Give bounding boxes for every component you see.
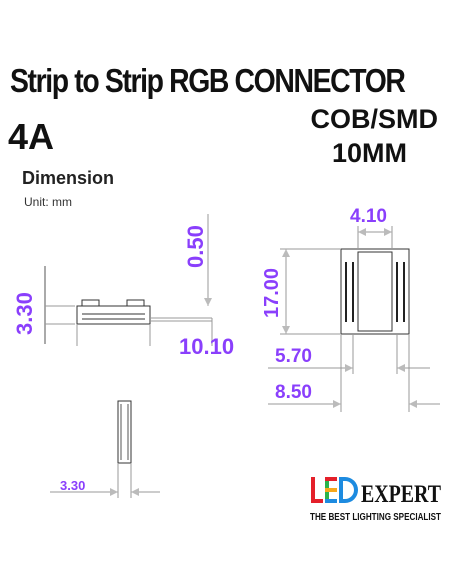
dim-front-height: 17.00: [261, 268, 283, 318]
dim-outer-width: 8.50: [275, 382, 312, 403]
strip-width: 10MM: [332, 138, 408, 168]
dim-side-height: 3.30: [12, 292, 37, 335]
dim-top-width: 4.10: [350, 206, 387, 227]
page-title: Strip to Strip RGB CONNECTOR: [10, 62, 406, 99]
dim-bottom-thickness: 3.30: [60, 478, 85, 493]
dimension-heading: Dimension: [22, 168, 115, 188]
current-rating: 4A: [8, 116, 55, 157]
dim-inner-width: 5.70: [275, 346, 312, 367]
front-view: [268, 226, 440, 412]
unit-label: Unit: mm: [24, 195, 72, 209]
side-view: [44, 214, 213, 346]
bottom-view: [50, 400, 160, 498]
dim-side-length: 10.10: [179, 334, 234, 359]
led-expert-logo: EXPERT THE BEST LIGHTING SPECIALIST: [310, 477, 441, 523]
brand-tagline: THE BEST LIGHTING SPECIALIST: [310, 512, 441, 523]
dim-top-height: 0.50: [183, 225, 208, 268]
brand-name: EXPERT: [361, 481, 441, 508]
strip-type: COB/SMD: [310, 104, 439, 134]
